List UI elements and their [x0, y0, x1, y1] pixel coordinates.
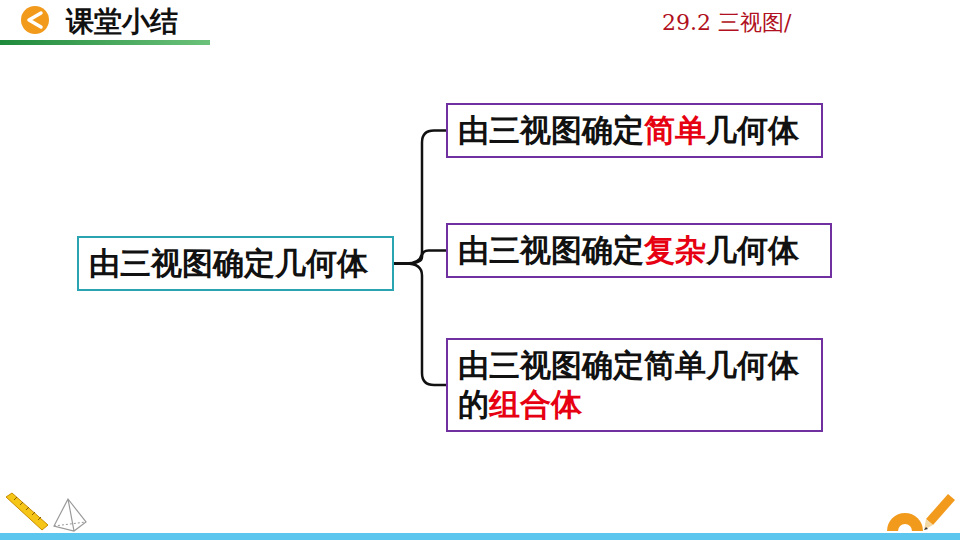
- box-text: 由三视图确定几何体: [89, 244, 382, 283]
- ruler-icon: [6, 493, 48, 530]
- branch-box: 由三视图确定简单几何体: [446, 103, 823, 158]
- branch-box: 由三视图确定简单几何体的组合体: [446, 338, 823, 432]
- protractor-icon: [887, 513, 923, 531]
- footer-bar: [0, 533, 960, 540]
- box-text: 由三视图确定复杂几何体: [458, 231, 820, 270]
- brace-connector: [394, 264, 446, 386]
- box-text: 由三视图确定简单几何体的组合体: [458, 346, 811, 424]
- root-box: 由三视图确定几何体: [77, 236, 394, 291]
- brace-connector: [394, 131, 446, 264]
- header-icon: [21, 6, 49, 34]
- section-label: 29.2 三视图/: [662, 8, 791, 38]
- header-icon-mark: [29, 13, 41, 27]
- pyramid-icon: [54, 499, 86, 531]
- header-bar: [0, 40, 210, 45]
- pencil-icon: [924, 494, 955, 530]
- brace-connector: [394, 251, 446, 264]
- slide-title: 课堂小结: [66, 3, 178, 41]
- box-text: 由三视图确定简单几何体: [458, 111, 811, 150]
- branch-box: 由三视图确定复杂几何体: [446, 223, 832, 278]
